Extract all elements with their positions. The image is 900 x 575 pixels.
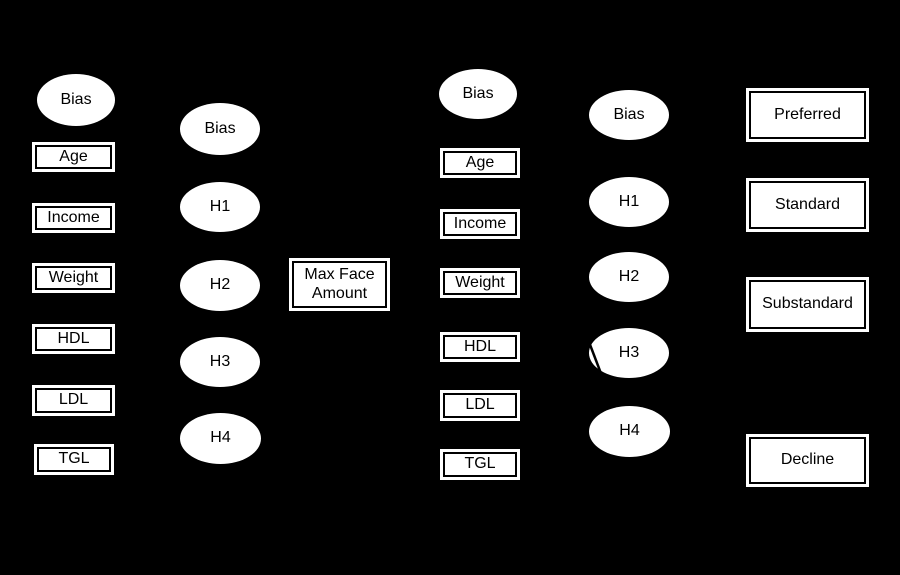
net2-hidden-h3-node: H3: [589, 328, 669, 378]
net2-feature-weight-box: Weight: [440, 268, 520, 298]
net2-feature-tgl-box: TGL: [440, 449, 520, 480]
net1-hidden-h4-node: H4: [180, 413, 261, 464]
net2-output-decline-box: Decline: [746, 434, 869, 487]
net1-feature-tgl-box: TGL: [34, 444, 114, 475]
net1-feature-income-box: Income: [32, 203, 115, 233]
net2-hidden-h4-node: H4: [589, 406, 670, 457]
net1-feature-ldl-box: LDL: [32, 385, 115, 416]
net2-feature-ldl-box: LDL: [440, 390, 520, 421]
net1-feature-weight-box: Weight: [32, 263, 115, 293]
net1-hidden-h1-node: H1: [180, 182, 260, 232]
net2-hidden-h1-node: H1: [589, 177, 669, 227]
net1-hidden-h2-node: H2: [180, 260, 260, 311]
net1-output-max-face-amount-box: Max Face Amount: [289, 258, 390, 311]
net2-output-preferred-box: Preferred: [746, 88, 869, 142]
net1-hidden-bias-node: Bias: [180, 103, 260, 155]
net2-hidden-h2-node: H2: [589, 252, 669, 302]
net2-feature-income-box: Income: [440, 209, 520, 239]
net2-feature-age-box: Age: [440, 148, 520, 178]
net2-output-substandard-box: Substandard: [746, 277, 869, 332]
net1-input-bias-node: Bias: [37, 74, 115, 126]
net1-hidden-h3-node: H3: [180, 337, 260, 387]
net2-output-standard-box: Standard: [746, 178, 869, 232]
net2-hidden-bias-node: Bias: [589, 90, 669, 140]
net2-feature-hdl-box: HDL: [440, 332, 520, 362]
net1-feature-hdl-box: HDL: [32, 324, 115, 354]
net1-feature-age-box: Age: [32, 142, 115, 172]
net2-input-bias-node: Bias: [439, 69, 517, 119]
